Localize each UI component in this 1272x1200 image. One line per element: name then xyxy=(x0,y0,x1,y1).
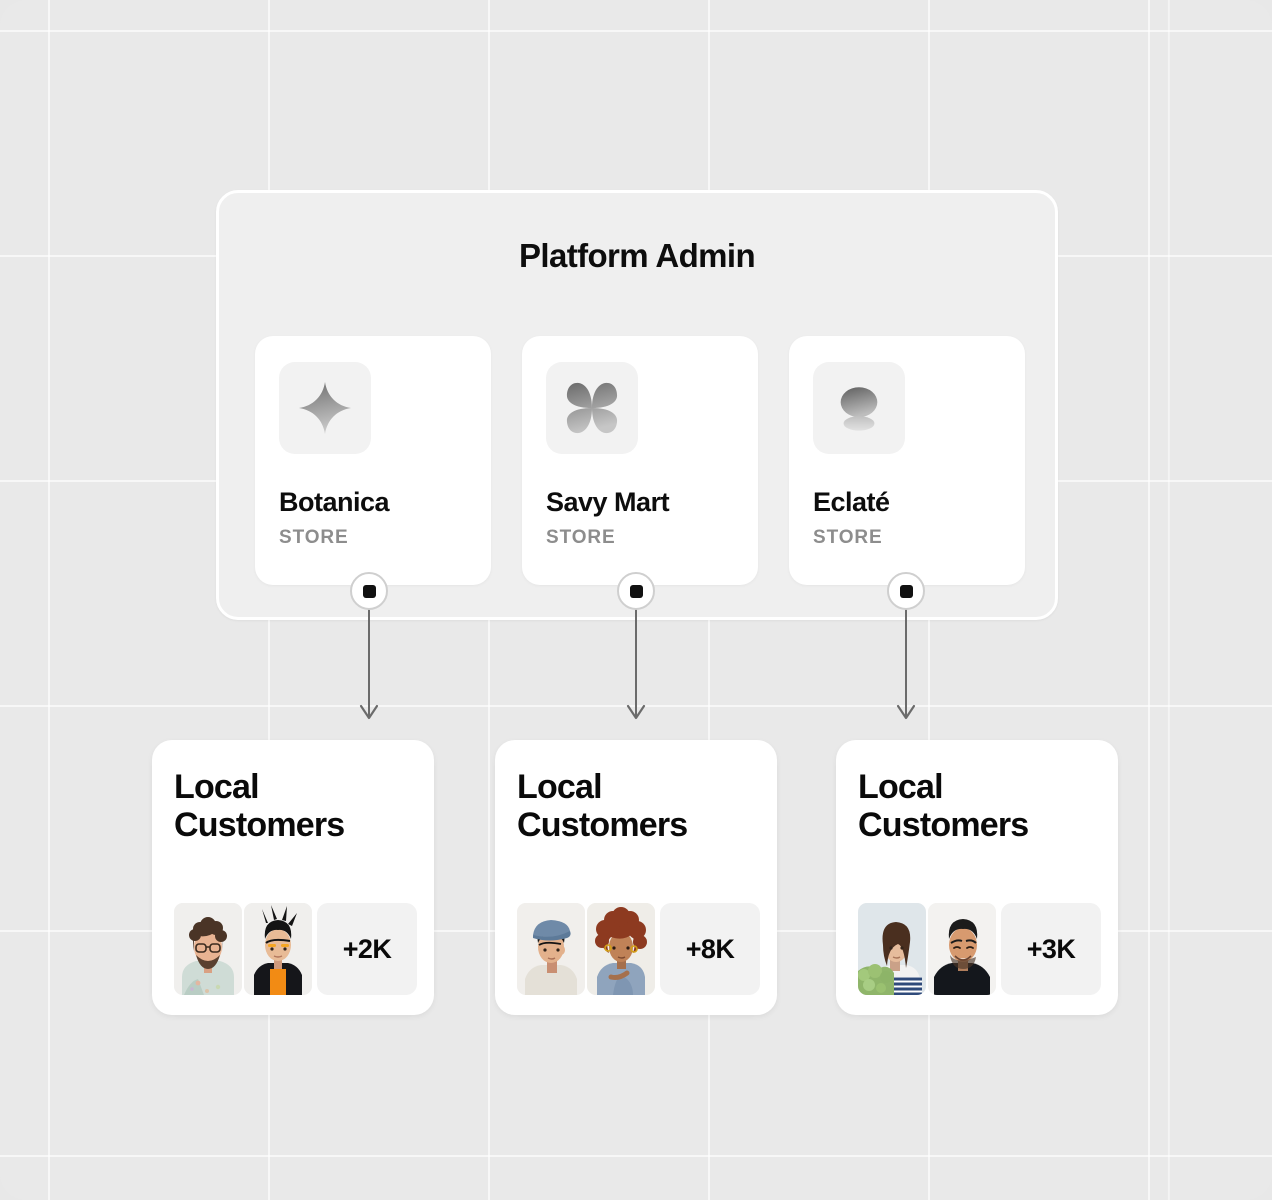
square-node-icon xyxy=(362,584,376,598)
more-count-chip[interactable]: +8K xyxy=(660,903,760,995)
more-count-chip[interactable]: +2K xyxy=(317,903,417,995)
connector-arrow-eclate xyxy=(896,608,916,720)
connector-node-eclate[interactable] xyxy=(887,572,925,610)
store-kind-label: STORE xyxy=(279,526,349,548)
square-node-icon xyxy=(899,584,913,598)
store-card-savy-mart[interactable]: Savy Mart STORE xyxy=(522,336,758,585)
store-logo-tile xyxy=(546,362,638,454)
more-count-chip[interactable]: +3K xyxy=(1001,903,1101,995)
connector-arrow-botanica xyxy=(359,608,379,720)
store-logo-tile xyxy=(279,362,371,454)
store-kind-label: STORE xyxy=(813,526,883,548)
clover-icon xyxy=(565,381,619,435)
avatar[interactable] xyxy=(928,903,996,995)
four-point-star-icon xyxy=(297,380,353,436)
store-name: Savy Mart xyxy=(546,487,670,517)
connector-node-botanica[interactable] xyxy=(350,572,388,610)
store-card-botanica[interactable]: Botanica STORE xyxy=(255,336,491,585)
avatar-group: +8K xyxy=(517,903,760,995)
store-card-list: Botanica STORE xyxy=(255,336,1025,585)
card-title: Local Customers xyxy=(858,768,1029,845)
local-customers-card-3[interactable]: Local Customers xyxy=(836,740,1118,1015)
avatar-group: +3K xyxy=(858,903,1101,995)
square-node-icon xyxy=(629,584,643,598)
store-name: Botanica xyxy=(279,487,390,517)
avatar-group: +2K xyxy=(174,903,417,995)
page-title: Platform Admin xyxy=(518,237,756,274)
platform-admin-panel: Platform Admin xyxy=(216,190,1058,620)
store-kind-label: STORE xyxy=(546,526,616,548)
person-bust-icon xyxy=(832,381,886,435)
connector-node-savy-mart[interactable] xyxy=(617,572,655,610)
avatar[interactable] xyxy=(587,903,655,995)
store-card-eclate[interactable]: Eclaté STORE xyxy=(789,336,1025,585)
local-customers-card-2[interactable]: Local Customers xyxy=(495,740,777,1015)
avatar[interactable] xyxy=(858,903,926,995)
local-customers-card-1[interactable]: Local Customers xyxy=(152,740,434,1015)
store-logo-tile xyxy=(813,362,905,454)
store-name: Eclaté xyxy=(813,487,890,517)
card-title: Local Customers xyxy=(174,768,345,845)
connector-arrow-savy-mart xyxy=(626,608,646,720)
avatar[interactable] xyxy=(517,903,585,995)
avatar[interactable] xyxy=(174,903,242,995)
avatar[interactable] xyxy=(244,903,312,995)
card-title: Local Customers xyxy=(517,768,688,845)
